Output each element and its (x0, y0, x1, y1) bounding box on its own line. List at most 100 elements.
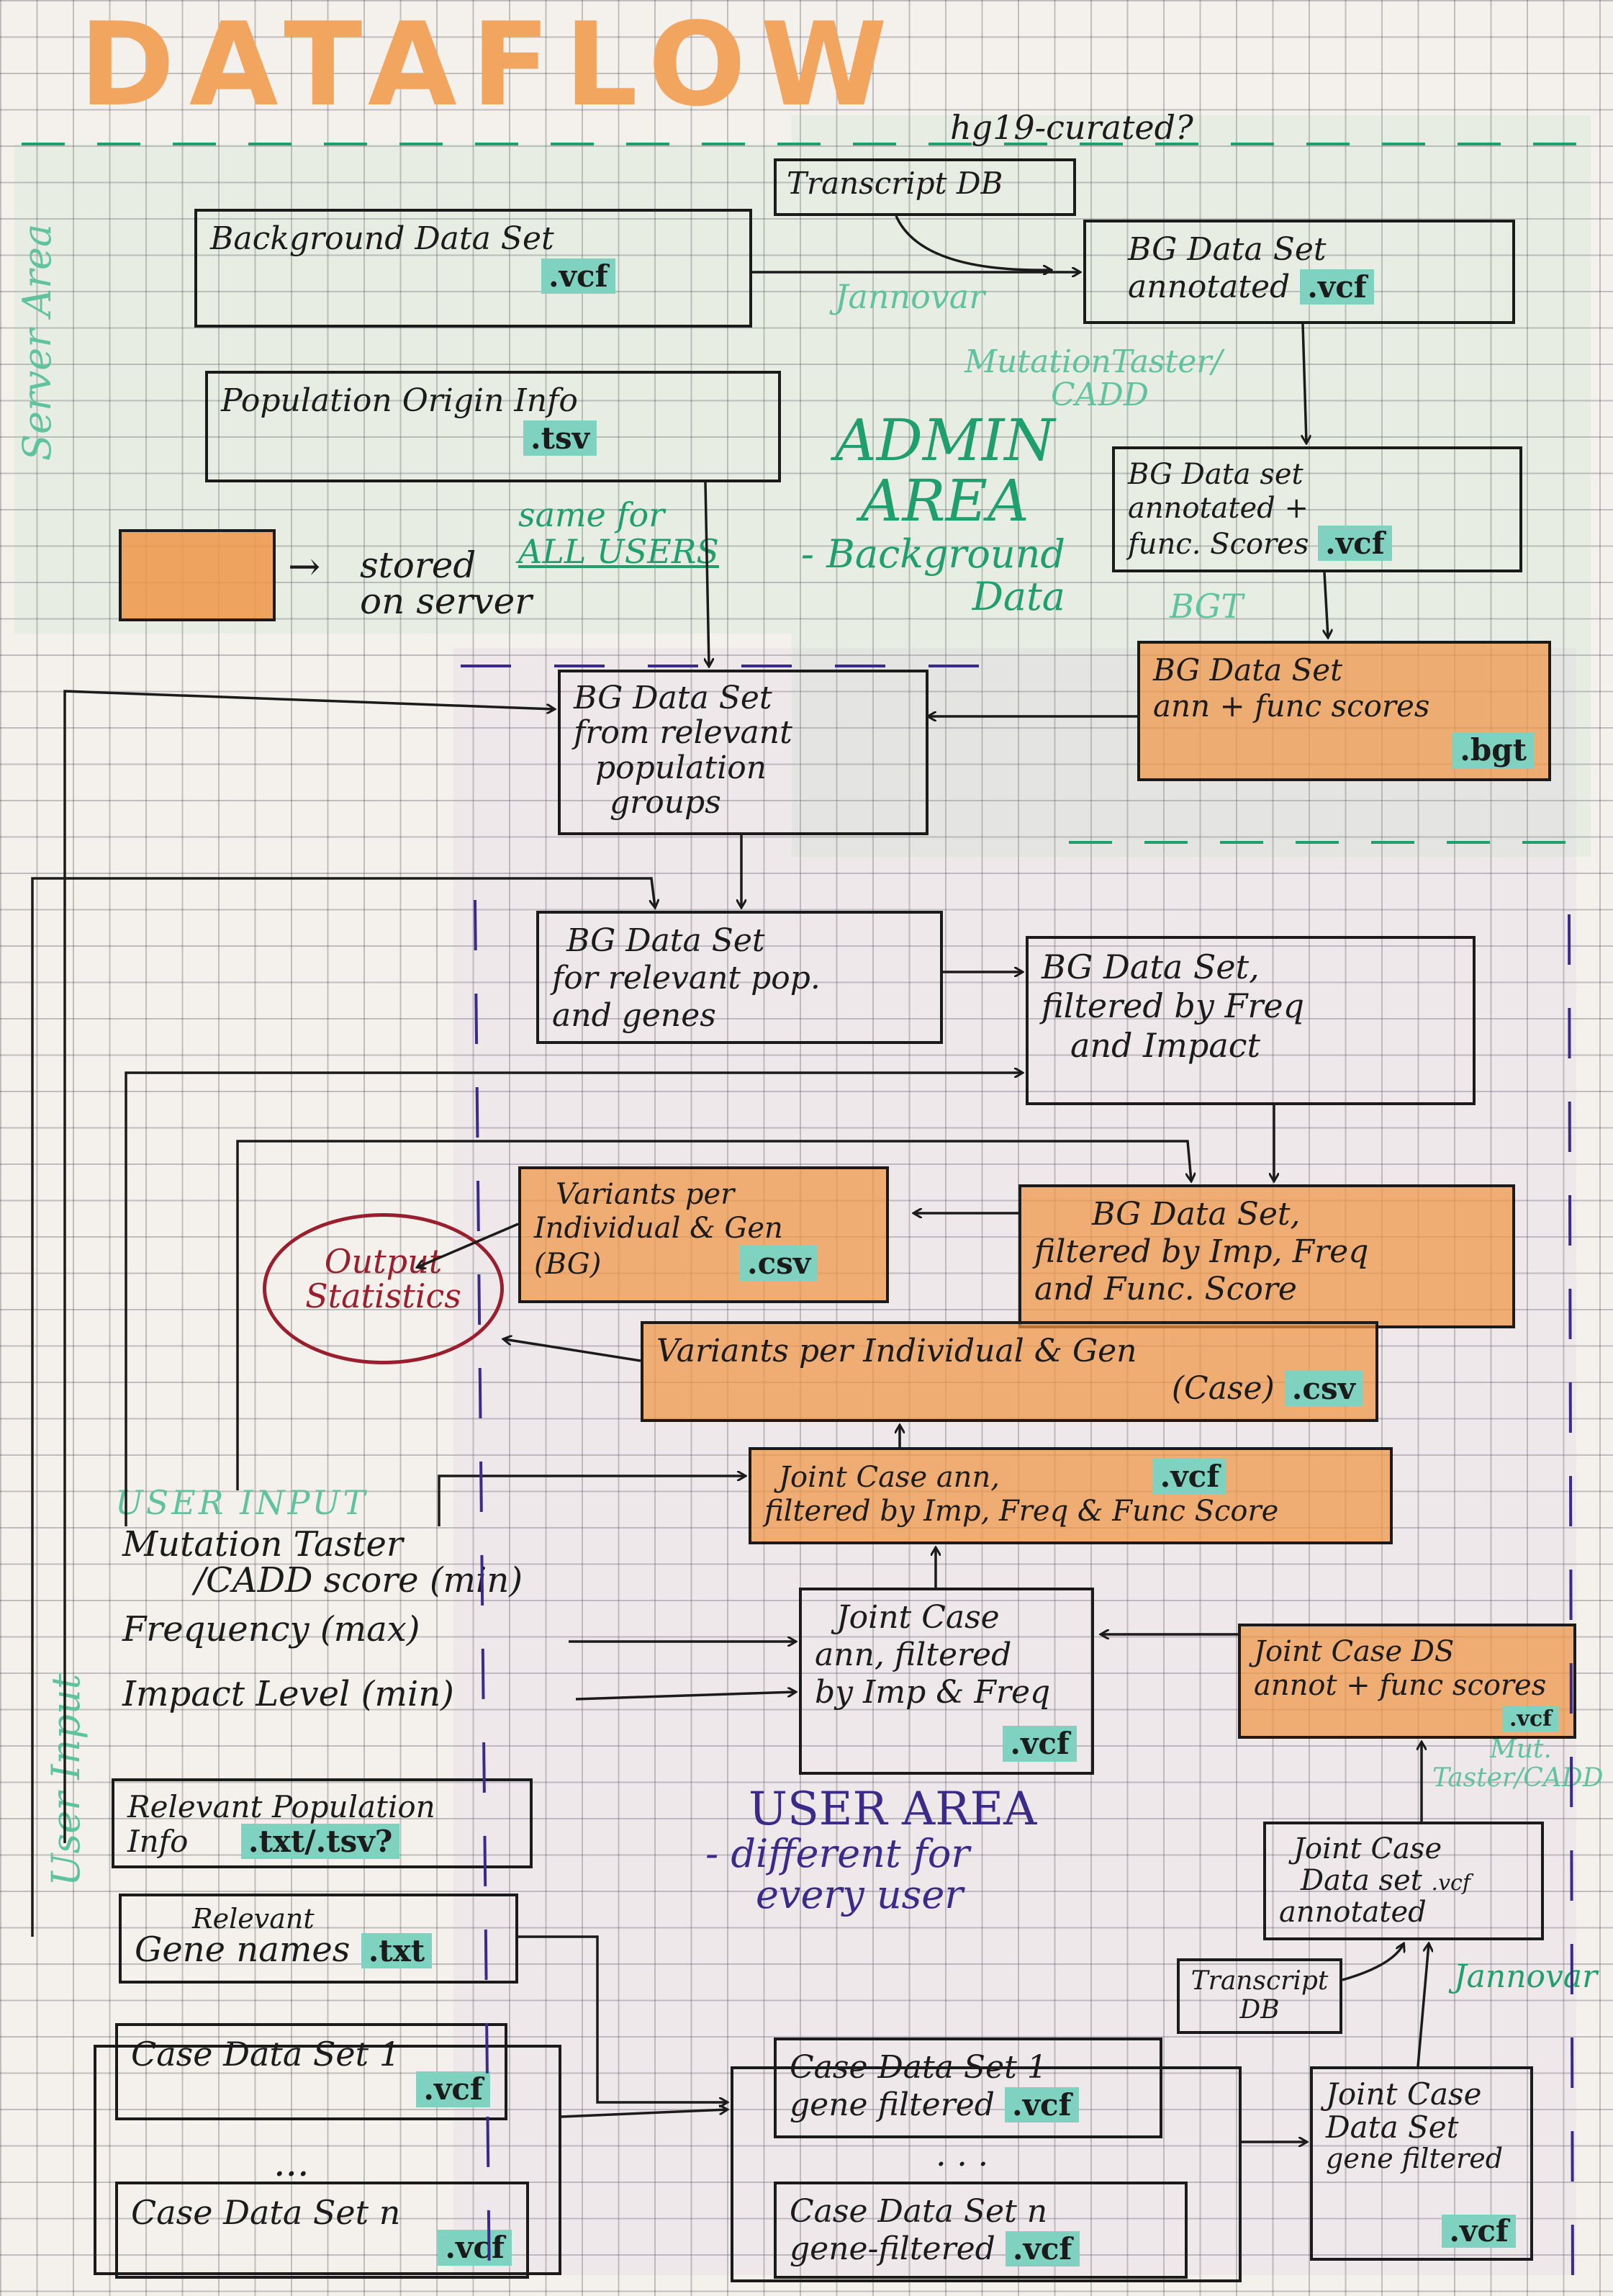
transcript-db-top-box: Transcript DB (774, 158, 1076, 216)
user-input-header: USER INPUT (115, 1483, 369, 1522)
joint-case-freq-line1: Joint Case (836, 1599, 1000, 1636)
relevant-population-ext: .txt/.tsv? (240, 1824, 400, 1860)
admin-area-label: ADMIN AREA (835, 410, 1054, 531)
user-input-mutation-taster: Mutation Taster (122, 1524, 403, 1565)
variants-bg-ext: .csv (740, 1246, 818, 1282)
bg-filtered-func-line3: and Func. Score (1034, 1270, 1297, 1307)
population-origin-title: Population Origin Info (221, 382, 578, 419)
joint-case-annotated-line1: Joint Case (1293, 1832, 1442, 1865)
relevant-genes-line2-text: Gene names (135, 1930, 351, 1970)
bg-func-scores-line1: BG Data set (1128, 458, 1303, 491)
mutation-taster-top-line: MutationTaster/ (964, 343, 1223, 380)
joint-case-freq-box: Joint Case ann, filtered by Imp & Freq .… (799, 1588, 1094, 1775)
population-origin-ext: .tsv (523, 420, 597, 456)
user-area-line3: every user (756, 1871, 964, 1917)
bg-pop-genes-line1: BG Data Set (566, 922, 765, 959)
casen-gene-filtered-line2: gene-filtered .vcf (790, 2230, 1172, 2268)
joint-case-func-line1: Joint Case ann, .vcf (764, 1459, 1377, 1495)
bg-func-scores-box: BG Data set annotated + func. Scores .vc… (1112, 446, 1522, 572)
user-area-label: USER AREA - different for every user (705, 1783, 1037, 1917)
user-area-line1: USER AREA (749, 1783, 1037, 1836)
relevant-genes-box: Relevant Gene names .txt (119, 1894, 518, 1984)
case1-gene-filtered-ext: .vcf (1004, 2086, 1079, 2122)
casen-line1: Case Data Set n (131, 2193, 401, 2232)
bg-pop-genes-line3: and genes (552, 996, 716, 1034)
jannovar-bottom-label: Jannovar (1454, 1958, 1598, 1995)
bg-func-scores-line3-text: func. Scores (1128, 528, 1309, 562)
same-for-line1: same for (518, 495, 665, 534)
joint-case-gene-filtered-line3: gene filtered (1326, 2143, 1504, 2175)
admin-area-sub: - Background Data (763, 533, 1065, 618)
relevant-genes-line1: Relevant (192, 1903, 315, 1935)
bg-bgt-ext: .bgt (1452, 732, 1534, 768)
bg-bgt-line2: ann + func scores (1153, 688, 1430, 724)
legend-arrow-icon: → (288, 544, 321, 589)
casen-box: Case Data Set n .vcf (115, 2182, 529, 2279)
user-input-item1: Mutation Taster /CADD score (min) (122, 1526, 523, 1599)
case1-box: Case Data Set 1 .vcf (115, 2023, 507, 2120)
same-for-all-users: same for ALL USERS (518, 497, 719, 570)
bg-relevant-pop-line1: BG Data Set (574, 680, 772, 716)
output-statistics-line2: Statistics (305, 1277, 461, 1316)
variants-bg-line3: (BG) .csv (534, 1246, 873, 1282)
user-area-line2: - different for (705, 1831, 970, 1877)
variants-bg-line1: Variants per (556, 1178, 735, 1211)
joint-case-ds-box: Joint Case DS annot + func scores .vcf (1238, 1624, 1576, 1739)
variants-case-line1: Variants per Individual & Gen (656, 1333, 1137, 1369)
population-origin-box: Population Origin Info .tsv (205, 371, 781, 482)
background-data-set-ext: .vcf (541, 258, 615, 294)
relevant-population-line2-text: Info (127, 1824, 189, 1860)
bg-relevant-pop-line3: population (595, 749, 767, 786)
bg-filtered-func-line1: BG Data Set, (1092, 1196, 1301, 1233)
casen-gene-filtered-line2-text: gene-filtered (790, 2230, 995, 2267)
hg19-note: hg19-curated? (950, 108, 1193, 147)
legend-stored-line2: on server (360, 580, 533, 622)
transcript-db-bottom-line2: DB (1239, 1994, 1280, 2025)
legend-stored: stored on server (360, 547, 532, 619)
case-gene-stack-outline (731, 2066, 1242, 2282)
joint-case-freq-line2: ann, filtered (815, 1636, 1012, 1673)
background-data-set-title: Background Data Set (210, 220, 554, 257)
casen-gene-filtered-ext: .vcf (1005, 2230, 1080, 2266)
output-statistics: Output Statistics (263, 1213, 504, 1364)
bg-bgt-line1: BG Data Set (1153, 652, 1343, 688)
joint-case-annotated-line2-text: Data set (1301, 1864, 1422, 1897)
joint-case-freq-ext: .vcf (1003, 1726, 1077, 1762)
bg-pop-genes-box: BG Data Set for relevant pop. and genes (536, 911, 943, 1044)
server-area-label: Server Area (14, 223, 60, 461)
joint-case-gene-filtered-box: Joint Case Data Set gene filtered .vcf (1310, 2066, 1533, 2261)
case1-gene-filtered-line2: gene filtered .vcf (790, 2086, 1147, 2124)
admin-area-line1: ADMIN (835, 407, 1055, 474)
variants-case-line2: (Case) .csv (656, 1370, 1363, 1408)
user-input-frequency: Frequency (max) (122, 1609, 420, 1649)
bg-relevant-pop-box: BG Data Set from relevant population gro… (558, 670, 929, 835)
jannovar-top-label: Jannovar (835, 277, 985, 316)
bg-annotated-line2-text: annotated (1128, 268, 1291, 305)
transcript-db-bottom-line1: Transcript (1190, 1966, 1329, 1996)
ellipsis-right: . . . (936, 2135, 989, 2174)
bg-filtered-freq-line3: and Impact (1070, 1025, 1261, 1065)
bg-pop-genes-line2: for relevant pop. (552, 959, 821, 996)
joint-case-gene-filtered-ext: .vcf (1442, 2214, 1516, 2248)
bg-func-scores-line3: func. Scores .vcf (1128, 526, 1506, 562)
user-input-impact: Impact Level (min) (122, 1674, 454, 1714)
variants-case-box: Variants per Individual & Gen (Case) .cs… (641, 1321, 1378, 1422)
variants-bg-line2: Individual & Gen (534, 1212, 783, 1246)
legend-stored-line1: stored (360, 544, 476, 586)
case-stack-outline (94, 2045, 561, 2275)
page-title: DATAFLOW (79, 0, 902, 132)
variants-bg-box: Variants per Individual & Gen (BG) .csv (518, 1166, 889, 1303)
bg-relevant-pop-line4: groups (610, 784, 721, 821)
joint-case-func-line1-text: Joint Case ann, (779, 1461, 1000, 1494)
variants-case-line2-text: (Case) (1171, 1369, 1275, 1407)
joint-case-ds-line1: Joint Case DS (1254, 1635, 1455, 1668)
output-statistics-line1: Output (324, 1242, 443, 1281)
background-data-set-box: Background Data Set .vcf (194, 209, 752, 328)
case1-gene-filtered-line2-text: gene filtered (790, 2086, 995, 2123)
casen-gene-filtered-box: Case Data Set n gene-filtered .vcf (774, 2182, 1188, 2279)
joint-case-annotated-line3: annotated (1279, 1896, 1427, 1929)
joint-case-func-line2: filtered by Imp, Freq & Func Score (764, 1495, 1279, 1529)
bg-filtered-func-line2: filtered by Imp, Freq (1034, 1233, 1369, 1270)
admin-area-line2: AREA (860, 467, 1029, 534)
bg-filtered-freq-line2: filtered by Freq (1042, 986, 1305, 1026)
